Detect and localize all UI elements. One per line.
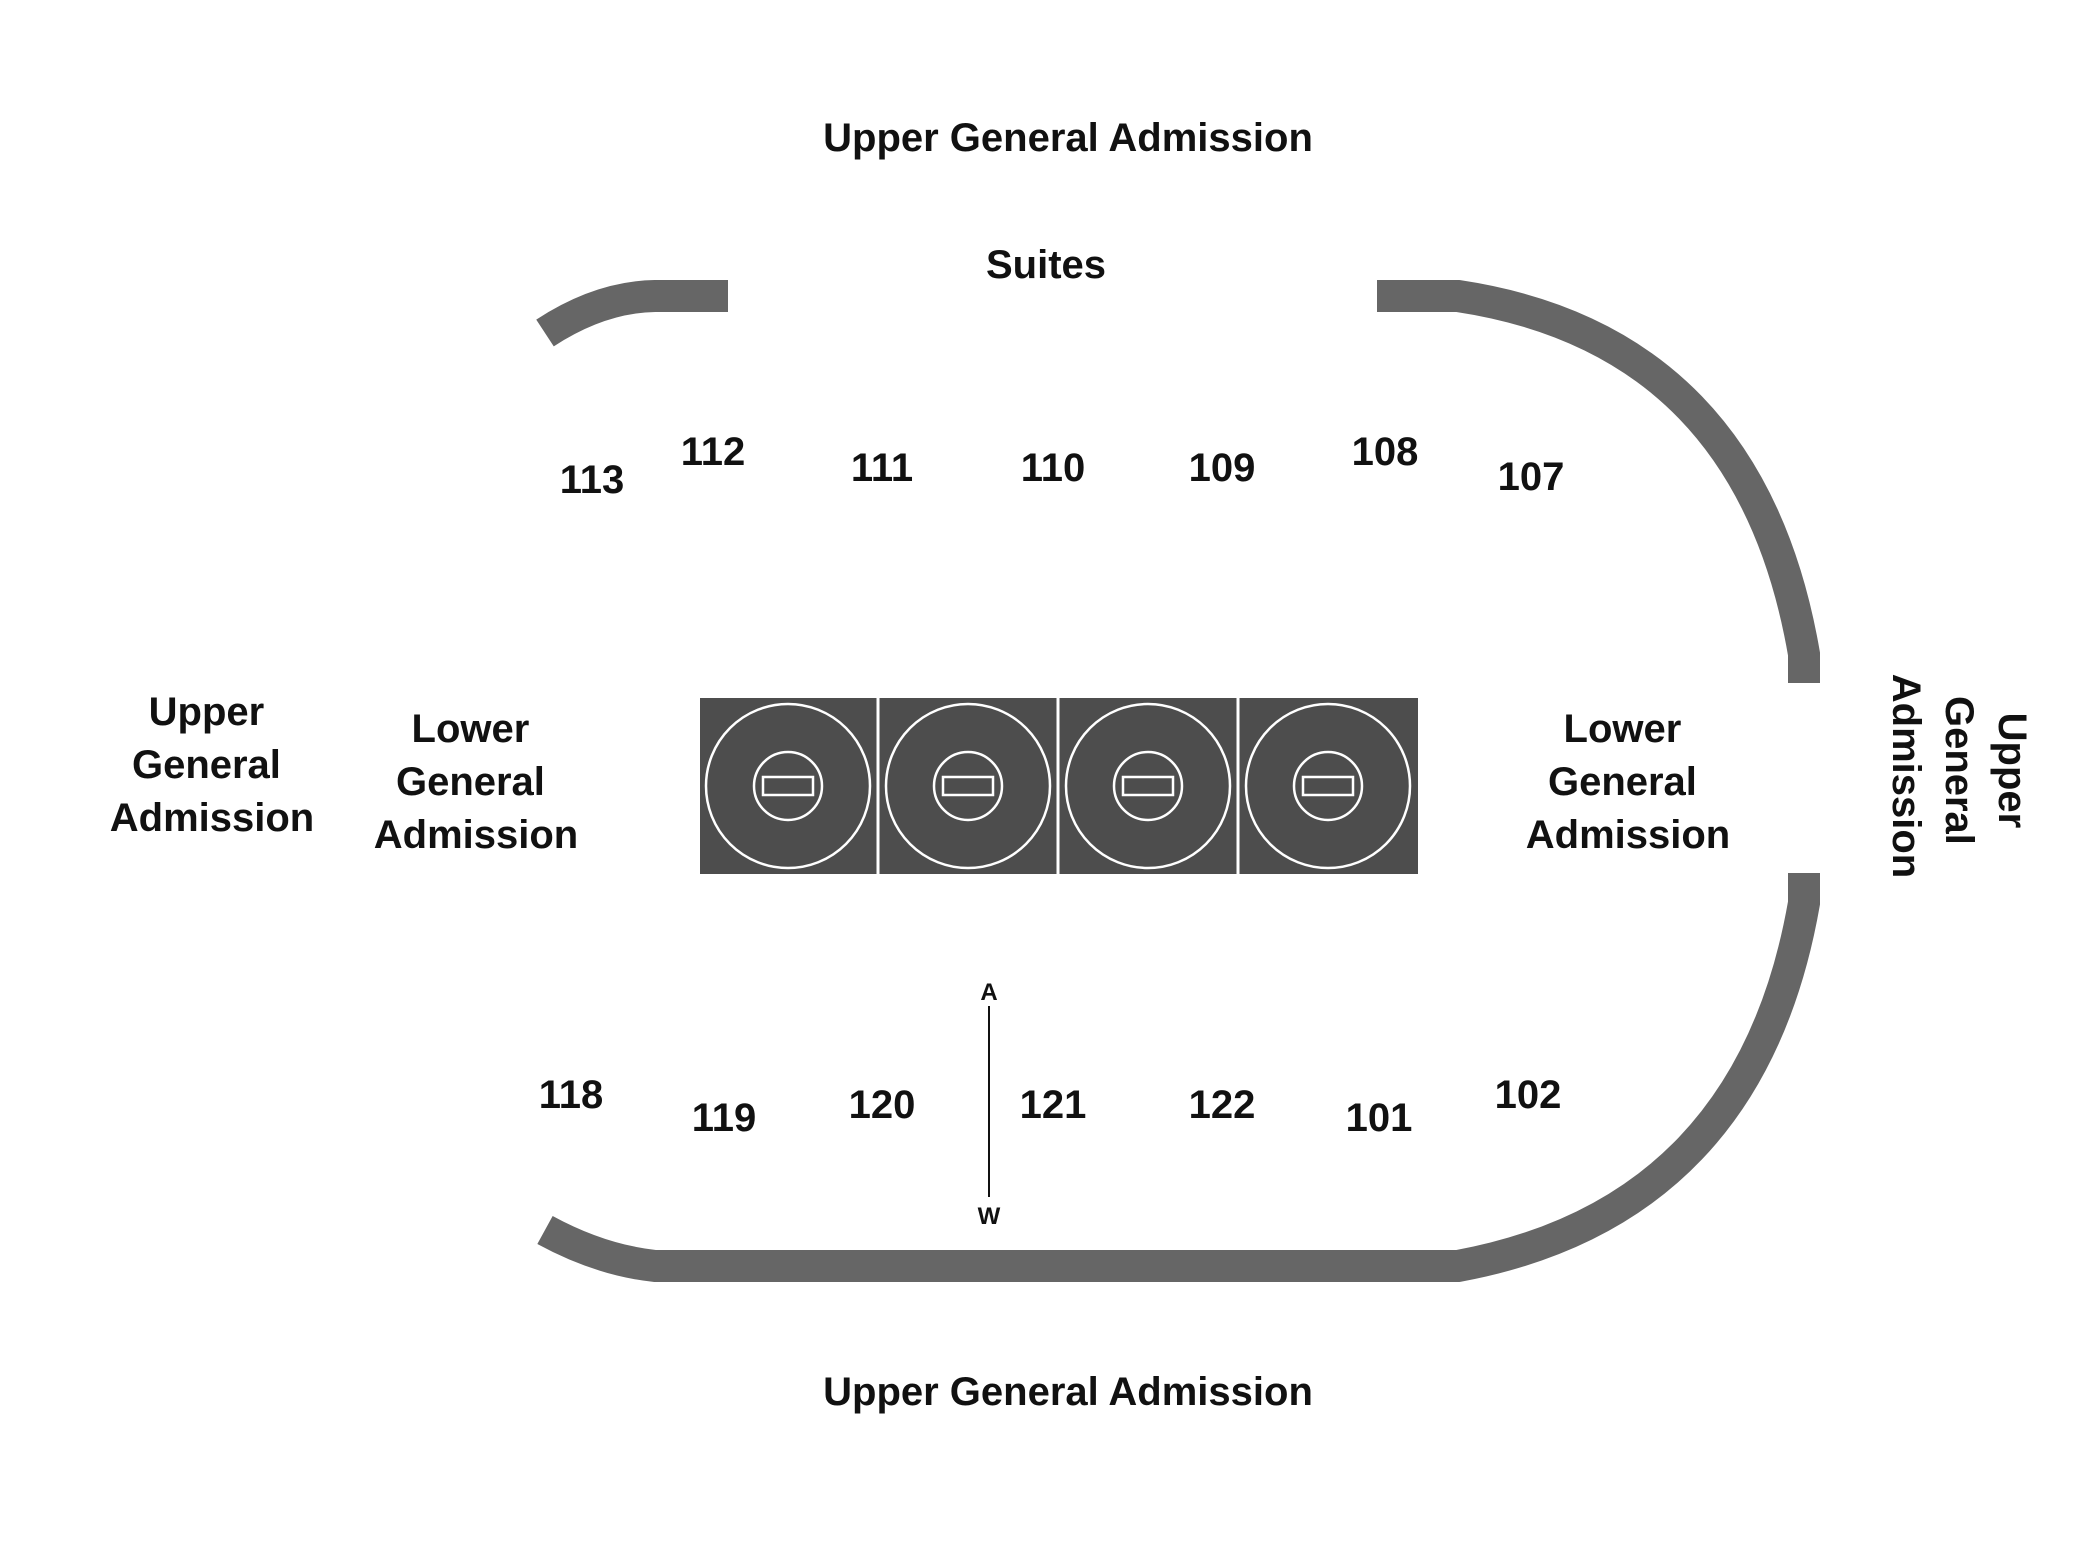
section-112[interactable]: 112 xyxy=(681,430,746,474)
section-122[interactable]: 122 xyxy=(1189,1083,1256,1127)
mat-2 xyxy=(884,702,1052,870)
mat-inner-circle xyxy=(932,750,1004,822)
area-label-line: General xyxy=(396,760,545,804)
area-label-line: Admission xyxy=(110,796,314,840)
area-label-line: Upper xyxy=(149,690,265,734)
direction-label-top: A xyxy=(980,979,997,1006)
section-110[interactable]: 110 xyxy=(1021,446,1086,490)
wrestling-mats xyxy=(700,698,1418,874)
arena-walls xyxy=(536,280,1820,1282)
section-121[interactable]: 121 xyxy=(1020,1083,1087,1127)
area-label-line: Admission xyxy=(374,813,578,857)
lower-general-admission-left[interactable]: Lower General Admission xyxy=(374,707,578,857)
mat-inner-circle xyxy=(752,750,824,822)
lower-general-admission-right[interactable]: Lower General Admission xyxy=(1526,707,1730,857)
mat-starting-box xyxy=(1121,775,1175,797)
mat-starting-box xyxy=(941,775,995,797)
upper-general-admission-top[interactable]: Upper General Admission xyxy=(823,116,1313,160)
mat-inner-circle xyxy=(1112,750,1184,822)
area-label-text: Upper General Admission xyxy=(1884,674,2034,878)
mat-starting-box xyxy=(761,775,815,797)
area-label-line: General xyxy=(1548,760,1697,804)
wall-top-right xyxy=(1377,280,1820,683)
area-label-line: Upper xyxy=(1990,713,2034,829)
section-102[interactable]: 102 xyxy=(1495,1073,1562,1117)
direction-indicator: A W xyxy=(978,979,1001,1230)
wall-top-left xyxy=(536,280,728,347)
mat-outer-circle xyxy=(884,702,1052,870)
mat-outer-circle xyxy=(1244,702,1412,870)
area-label-line: General xyxy=(1937,696,1981,845)
area-label-line: Admission xyxy=(1526,813,1730,857)
section-108[interactable]: 108 xyxy=(1352,430,1419,474)
upper-general-admission-bottom[interactable]: Upper General Admission xyxy=(823,1370,1313,1414)
area-label-line: General xyxy=(132,743,281,787)
mat-outer-circle xyxy=(1064,702,1232,870)
mat-starting-box xyxy=(1301,775,1355,797)
area-label-line: Lower xyxy=(1564,707,1682,751)
area-label-line: Admission xyxy=(1884,674,1928,878)
section-109[interactable]: 109 xyxy=(1189,446,1256,490)
mat-1 xyxy=(704,702,872,870)
upper-general-admission-left[interactable]: Upper General Admission xyxy=(110,690,314,840)
direction-label-bottom: W xyxy=(978,1203,1001,1230)
section-111[interactable]: 111 xyxy=(851,446,913,490)
mat-4 xyxy=(1244,702,1412,870)
section-101[interactable]: 101 xyxy=(1346,1096,1413,1140)
section-119[interactable]: 119 xyxy=(692,1096,757,1140)
suites-label[interactable]: Suites xyxy=(986,243,1106,287)
mat-outer-circle xyxy=(704,702,872,870)
section-113[interactable]: 113 xyxy=(560,458,625,502)
section-120[interactable]: 120 xyxy=(849,1083,916,1127)
upper-general-admission-right[interactable]: Upper General Admission xyxy=(1884,674,2034,878)
mat-inner-circle xyxy=(1292,750,1364,822)
section-118[interactable]: 118 xyxy=(539,1073,604,1117)
section-107[interactable]: 107 xyxy=(1498,455,1565,499)
wall-bottom-right xyxy=(537,873,1820,1282)
mat-3 xyxy=(1064,702,1232,870)
area-label-line: Lower xyxy=(412,707,530,751)
